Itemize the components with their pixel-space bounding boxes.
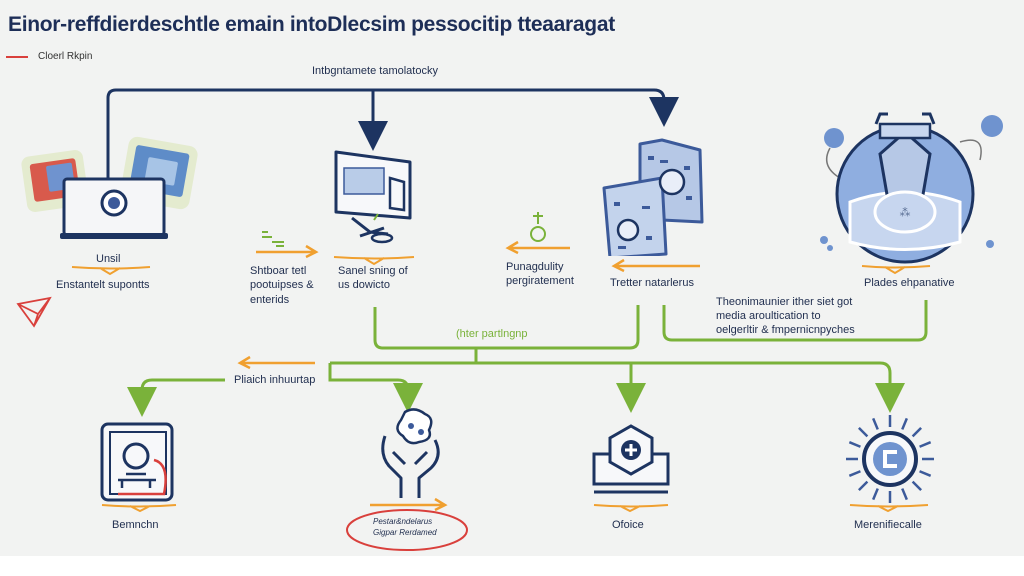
branch-label: Pliaich inhuurtap <box>234 374 316 386</box>
green-branch-hands <box>328 363 423 413</box>
brace-sun <box>849 504 929 513</box>
sun-ray <box>919 470 932 477</box>
small-glyph-icon <box>262 231 284 247</box>
sun-ray <box>848 441 861 448</box>
brace-bench <box>101 504 177 513</box>
svg-text:⁂: ⁂ <box>900 207 911 219</box>
node-bench-title: Bemnchn <box>112 519 159 531</box>
hands-holding-icon <box>381 408 440 498</box>
orange-arrows <box>237 240 700 512</box>
node-panels-side-label: Punagdulity pergiratement <box>506 261 574 288</box>
sun-ray <box>901 417 908 430</box>
green-bracket-left <box>373 305 640 350</box>
orange-arrow-hands <box>370 497 448 512</box>
sun-ray <box>911 427 922 438</box>
sun-gear-icon <box>846 415 934 503</box>
sun-ray <box>911 480 922 491</box>
node-unil-subtitle: Enstantelt supontts <box>56 279 150 291</box>
sun-ray <box>858 480 869 491</box>
node-unil-title: Unsil <box>96 253 121 265</box>
bench-device-icon <box>100 422 174 502</box>
orange-arrow-tretter <box>611 258 700 273</box>
diagram-title: Einor-reffdierdeschtle emain intoDlecsim… <box>8 13 615 36</box>
bottom-strip <box>0 556 1024 576</box>
brace-unil <box>71 266 151 276</box>
desktop-monitor-icon <box>334 150 412 244</box>
brace-cloud <box>861 265 931 275</box>
sun-ray <box>872 488 879 501</box>
sun-ray <box>919 441 932 448</box>
brace-office <box>593 504 669 513</box>
legend: Cloerl Rkpin <box>6 50 92 63</box>
orange-arrow-monitor-side <box>256 244 319 259</box>
sun-ray <box>872 417 879 430</box>
legend-label: Cloerl Rkpin <box>38 51 93 62</box>
valve-icon <box>530 212 546 242</box>
document-panels-icon <box>602 138 704 256</box>
laptop-with-photos-icon <box>21 136 198 239</box>
sun-ray <box>858 427 869 438</box>
node-cloud-title: Plades ehpanative <box>864 277 955 289</box>
top-connector-label: Intbgntamete tamolatocky <box>312 65 438 77</box>
sun-ray <box>848 470 861 477</box>
green-bracket-label: (hter partlngnp <box>456 328 528 340</box>
brace-monitor <box>333 256 415 266</box>
node-monitor-title: Sanel sning of us dowicto <box>338 265 408 292</box>
legend-swatch <box>6 55 28 58</box>
node-office-title: Ofoice <box>612 519 644 531</box>
green-main-bus <box>330 361 905 413</box>
node-hands-title: Pestar&ndelarus Gigpar Rerdamed <box>373 517 437 537</box>
orange-braces <box>71 256 931 513</box>
orange-arrow-panels <box>505 240 570 255</box>
node-sun-title: Merenifiecalle <box>854 519 922 531</box>
node-panels-title: Tretter natarlerus <box>610 277 694 289</box>
node-monitor-side-label: Shtboar tetl pootuipses & enterids <box>250 265 314 306</box>
right-bracket-text: Theonimaunier ither siet got media aroul… <box>716 296 855 336</box>
green-branch-bench <box>127 378 225 417</box>
green-bracket-right <box>662 300 928 342</box>
cloud-dome-icon: ⁂ <box>820 112 1003 264</box>
top-connector-line <box>106 88 679 180</box>
paper-plane-icon <box>16 296 52 328</box>
hexagon-plus-icon <box>592 424 670 494</box>
highlight-ellipse <box>346 509 468 551</box>
orange-arrow-branch <box>237 355 315 370</box>
sun-ray <box>901 488 908 501</box>
